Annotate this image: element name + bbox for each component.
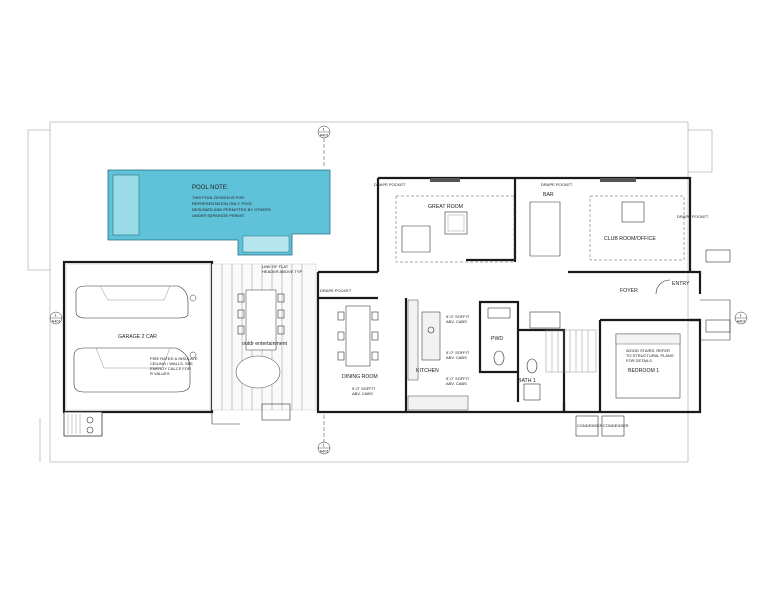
- wood-stairs-note: WOOD STAIRS. REFER: [626, 348, 670, 353]
- cabs-note: ABV. CABS: [446, 381, 467, 386]
- fire-rated-note: R VALUES: [150, 371, 170, 376]
- drape-pocket-note: DRAPE POCKET: [541, 182, 573, 187]
- site-notch-left: [27, 129, 50, 271]
- bath-1: BATH 1: [516, 311, 597, 412]
- pool-note-title: POOL NOTE:: [192, 185, 229, 191]
- svg-text:1: 1: [740, 313, 743, 318]
- room-label-outdoor: outdr entertainment: [242, 341, 288, 347]
- drape-pocket-note: DRAPE POCKET: [374, 182, 406, 187]
- condenser-label: CONDENSER: [603, 423, 629, 428]
- soffit-note: 9'-0" SOFFIT: [446, 350, 470, 355]
- room-label-dining: DINING ROOM: [342, 374, 378, 380]
- room-label-foyer: FOYER: [620, 288, 638, 294]
- room-label-great-room: GREAT ROOM: [428, 204, 463, 210]
- room-label-bedroom: BEDROOM 1: [628, 368, 659, 374]
- svg-text:A401: A401: [320, 133, 330, 138]
- room-label-garage: GARAGE 2 CAR: [118, 334, 157, 340]
- garage: GARAGE 2 CAR FIRE RATED & INSULATE CEILI…: [62, 260, 214, 414]
- site-boundary: [49, 121, 689, 463]
- fire-rated-note: ENERGY CALCS FOR: [150, 366, 191, 371]
- wood-stairs-note: FOR DETAILS: [626, 358, 652, 363]
- section-marker-right: 1 A401: [734, 311, 748, 325]
- dining-room: DINING ROOM DRAPE POCKET 9'-0" SOFFIT AB…: [318, 288, 379, 396]
- front-walk: [700, 299, 731, 341]
- condenser-label: CONDENSER: [577, 423, 603, 428]
- pool-note-line: DESIGNED AND PERMITTED BY OTHERS: [192, 207, 271, 212]
- cabs-note: ABV. CABS: [446, 319, 467, 324]
- pool-note-line: REPRESENTATION ONLY. POOL: [192, 201, 253, 206]
- pool-note-line: UNDER SEPARATE PERMIT: [192, 213, 245, 218]
- svg-text:1: 1: [323, 443, 326, 448]
- cabs-note: ABV. CABS: [352, 391, 373, 396]
- section-marker-top: 1 A401: [317, 125, 331, 168]
- svg-text:1: 1: [55, 313, 58, 318]
- room-label-kitchen: KITCHEN: [416, 368, 439, 374]
- line-of-flat-note: LINE OF FLAT: [262, 264, 289, 269]
- soffit-note: 9'-0" SOFFIT: [446, 376, 470, 381]
- site-notch-right: [688, 129, 713, 173]
- pool-equipment: [63, 411, 103, 437]
- svg-text:A401: A401: [320, 449, 330, 454]
- drape-pocket-note: DRAPE POCKET: [320, 288, 352, 293]
- fire-rated-note: CEILING / WALLS. SEE: [150, 361, 193, 366]
- room-label-club-room: CLUB ROOM/OFFICE: [604, 236, 656, 242]
- section-marker-left: 1 A401: [49, 311, 63, 325]
- svg-text:A401: A401: [52, 319, 62, 324]
- drape-pocket-note: DRAPE POCKET: [677, 214, 709, 219]
- room-label-bar: BAR: [543, 192, 554, 198]
- room-label-pwd: PWD: [491, 336, 503, 342]
- room-label-entry: ENTRY: [672, 281, 690, 287]
- club-room: CLUB ROOM/OFFICE DRAPE POCKET: [589, 178, 709, 261]
- svg-text:1: 1: [323, 127, 326, 132]
- kitchen: KITCHEN 9'-0" SOFFIT ABV. CABS 9'-0" SOF…: [404, 298, 470, 412]
- pool-note-line: THIS POOL DESIGN IS FOR: [192, 195, 244, 200]
- exterior-step: [211, 412, 240, 425]
- great-room: GREAT ROOM DRAPE POCKET: [374, 178, 515, 263]
- room-label-bath: BATH 1: [518, 378, 536, 384]
- fire-rated-note: FIRE RATED & INSULATE: [150, 356, 198, 361]
- condensers: CONDENSER CONDENSER: [575, 415, 629, 437]
- bedroom-1: BEDROOM 1 WOOD STAIRS. REFER TO STRUCTUR…: [598, 318, 700, 412]
- wood-stairs-note: TO STRUCTURAL PLANS: [626, 353, 674, 358]
- outdoor-deck: outdr entertainment LINE OF FLAT HEADER …: [211, 263, 317, 421]
- powder-room: PWD: [478, 300, 520, 374]
- header-above-note: HEADER ABOVE TYP: [262, 269, 302, 274]
- bar: BAR DRAPE POCKET: [529, 182, 573, 257]
- svg-text:A401: A401: [737, 319, 747, 324]
- soffit-note: 9'-0" SOFFIT: [352, 386, 376, 391]
- cabs-note: ABV. CABS: [446, 355, 467, 360]
- pool: POOL NOTE: THIS POOL DESIGN IS FOR REPRE…: [107, 169, 331, 256]
- soffit-note: 9'-0" SOFFIT: [446, 314, 470, 319]
- section-marker-bottom: 1 A401: [317, 415, 331, 455]
